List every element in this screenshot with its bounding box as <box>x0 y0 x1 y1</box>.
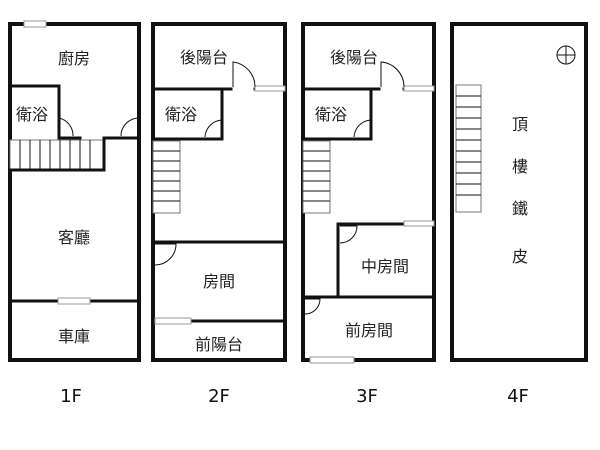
bath-door-2f <box>204 119 223 138</box>
floor-label-2f: 2F <box>208 386 230 407</box>
drain-icon <box>556 45 576 65</box>
room-label-middle-room-3f: 中房間 <box>361 257 409 276</box>
floor-plan-3f: 後陽台 衛浴 中房間 前房間 3F <box>301 22 436 407</box>
staircase-1f <box>9 139 105 171</box>
bath-wall-2f <box>151 87 224 141</box>
sliding-door-2f <box>154 317 192 325</box>
floor-label-4f: 4F <box>507 386 529 407</box>
window-2f-balcony <box>254 85 286 92</box>
room-label-garage-1f: 車庫 <box>58 327 90 346</box>
balcony-door-2f <box>232 61 256 88</box>
room-label-kitchen-1f: 廚房 <box>58 49 90 68</box>
window-3f-balcony <box>403 85 435 92</box>
roof-label-char-1: 頂 <box>512 115 528 134</box>
roof-label-char-2: 樓 <box>512 157 528 176</box>
sliding-door-1f <box>57 297 91 305</box>
balcony-door-3f <box>380 61 405 88</box>
kitchen-door-1f <box>120 117 140 137</box>
room-label-room-2f: 房間 <box>203 272 235 291</box>
room-label-back-balcony-2f: 後陽台 <box>180 48 228 67</box>
window-1f-top <box>23 20 47 28</box>
room-label-front-room-3f: 前房間 <box>345 321 393 340</box>
staircase-3f <box>302 140 331 214</box>
room-label-bath-3f: 衛浴 <box>315 105 347 124</box>
staircase-4f <box>455 84 482 213</box>
floor-label-3f: 3F <box>356 386 378 407</box>
room-label-bath-1f: 衛浴 <box>16 105 48 124</box>
room-label-front-balcony-2f: 前陽台 <box>195 335 243 354</box>
room-label-bath-2f: 衛浴 <box>165 105 197 124</box>
bath-door-1f <box>58 117 74 137</box>
window-3f-front <box>309 356 355 364</box>
front-room-door-3f <box>304 298 321 315</box>
room-door-2f <box>154 243 177 266</box>
floor-plan-4f: 頂 樓 鐵 皮 4F <box>450 22 588 407</box>
middle-room-door-3f <box>339 225 358 244</box>
floor-plan-2f: 後陽台 衛浴 房間 前陽台 2F <box>151 22 287 407</box>
bath-wall-3f <box>301 87 373 141</box>
floor-plan-1f: 廚房 衛浴 客廳 車庫 1F <box>8 20 141 407</box>
exterior-wall-1f <box>8 22 141 362</box>
bath-door-3f <box>353 119 372 138</box>
window-3f-middle <box>403 220 435 227</box>
room-label-living-1f: 客廳 <box>58 228 90 247</box>
roof-label-char-4: 皮 <box>512 247 528 266</box>
staircase-2f <box>152 140 181 214</box>
floor-label-1f: 1F <box>60 386 82 407</box>
room-label-back-balcony-3f: 後陽台 <box>330 48 378 67</box>
stair-wall-1f <box>8 138 106 172</box>
exterior-wall-4f <box>450 22 588 362</box>
roof-label-char-3: 鐵 <box>512 199 528 218</box>
